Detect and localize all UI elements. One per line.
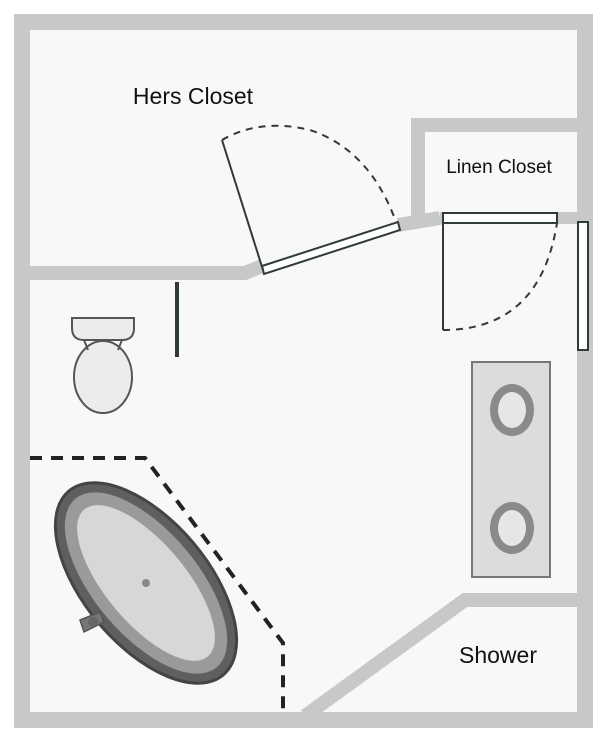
double-vanity	[471, 361, 551, 578]
tub-enclosure-dashed	[30, 456, 285, 712]
sink-top-basin	[498, 392, 526, 428]
linen-closet-label: Linen Closet	[446, 157, 552, 178]
bath-faucet-icon	[79, 611, 105, 634]
toilet	[71, 317, 135, 414]
linen-closet-door-slab	[442, 212, 558, 224]
bathtub-drain	[142, 579, 150, 587]
bathtub	[53, 481, 239, 685]
hers-closet-door-slab	[260, 220, 402, 276]
linen-closet-door-swing-arc	[442, 222, 558, 331]
hers-closet-door[interactable]	[221, 124, 402, 276]
sink-bottom-basin	[498, 510, 526, 546]
window	[577, 221, 589, 351]
hers-closet-door-leaf	[221, 139, 264, 271]
hers-closet-wall	[30, 259, 265, 280]
linen-closet-wall	[411, 118, 578, 218]
toilet-seat-neck	[83, 339, 123, 351]
shower-label: Shower	[459, 642, 537, 668]
toilet-tank	[71, 317, 135, 341]
hers-closet-label: Hers Closet	[133, 83, 254, 109]
toilet-bowl	[73, 340, 133, 414]
shower-wall	[300, 593, 578, 722]
hers-closet-door-swing-arc	[221, 124, 397, 223]
linen-closet-door[interactable]	[442, 212, 558, 331]
hers-closet-wall-right	[396, 211, 442, 232]
